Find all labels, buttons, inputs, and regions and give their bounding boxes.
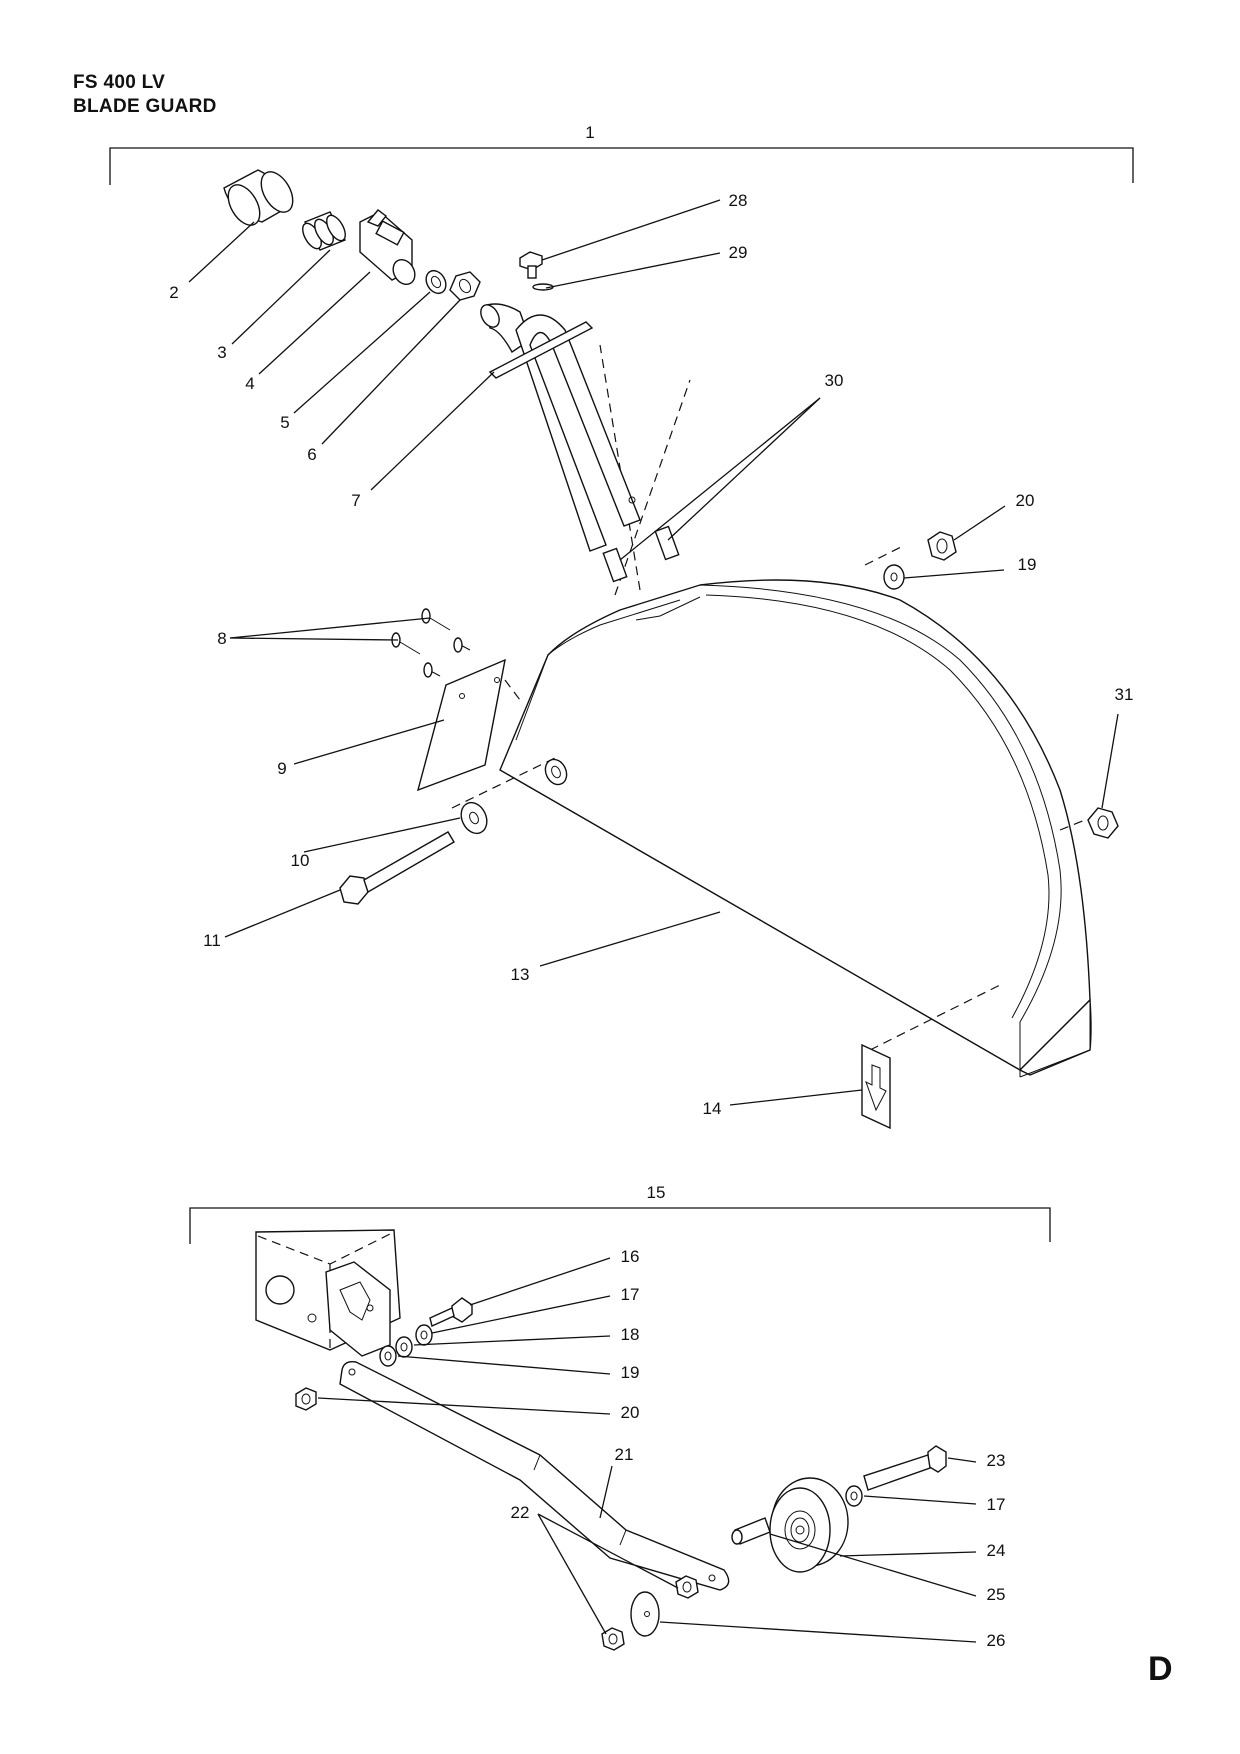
callout-26: 26: [987, 1631, 1006, 1650]
spacer-ring-icon: [544, 758, 568, 786]
spacer-tube-icon: [731, 1517, 771, 1545]
washer-icon: [845, 1485, 863, 1507]
hose-nipple-icon: [302, 211, 346, 251]
callout-18: 18: [621, 1325, 640, 1344]
callout-6: 6: [307, 445, 316, 464]
direction-arrow-icon: [861, 1043, 891, 1130]
wheel-icon: [769, 1477, 849, 1573]
guard-arm-icon: [339, 1360, 730, 1591]
lock-nut-icon: [1087, 807, 1119, 839]
callout-19: 19: [1018, 555, 1037, 574]
callout-7: 7: [351, 491, 360, 510]
callout-15: 15: [647, 1183, 666, 1202]
callout-2: 2: [169, 283, 178, 302]
callout-17: 17: [621, 1285, 640, 1304]
assembly-bracket-15: 15: [189, 1183, 1051, 1244]
section-title: BLADE GUARD: [73, 96, 217, 117]
bolt-long-icon: [863, 1445, 947, 1491]
callout-21: 21: [615, 1445, 634, 1464]
callout-5: 5: [280, 413, 289, 432]
callout-20: 20: [1016, 491, 1035, 510]
rivet-icon: [391, 608, 471, 678]
callout-24: 24: [987, 1541, 1006, 1560]
blade-guard-icon: [499, 579, 1092, 1078]
screw-icon: [519, 251, 543, 279]
bracket-icon: [255, 1229, 401, 1357]
callout-11: 11: [203, 931, 221, 950]
callout-8: 8: [217, 629, 226, 648]
water-pipe-icon: [480, 303, 680, 583]
callout-10: 10: [291, 851, 310, 870]
bolt-small-icon: [429, 1297, 473, 1327]
callout-30: 30: [825, 371, 844, 390]
nut-icon: [675, 1575, 699, 1599]
washer-icon: [883, 564, 905, 590]
callout-19b: 19: [621, 1363, 640, 1382]
nut-icon: [295, 1387, 317, 1411]
callout-22: 22: [511, 1503, 530, 1522]
model-title: FS 400 LV: [73, 72, 166, 93]
callout-17b: 17: [987, 1495, 1006, 1514]
callout-9: 9: [277, 759, 286, 778]
callout-29: 29: [729, 243, 748, 262]
callout-4: 4: [245, 374, 254, 393]
callout-14: 14: [703, 1099, 722, 1118]
disc-icon: [630, 1591, 660, 1637]
callout-25: 25: [987, 1585, 1006, 1604]
callout-1: 1: [585, 123, 594, 142]
callout-28: 28: [729, 191, 748, 210]
page-letter: D: [1148, 1650, 1173, 1688]
washer-icon: [425, 269, 447, 295]
washer-large-icon: [460, 801, 488, 835]
leader-lines-15: [317, 1257, 977, 1643]
hose-coupling-icon: [223, 169, 294, 226]
guard-plate-icon: [416, 658, 506, 792]
assembly-bracket-1: 1: [109, 123, 1134, 185]
water-valve-icon: [359, 209, 416, 286]
bolt-icon: [339, 831, 455, 905]
callout-3: 3: [217, 343, 226, 362]
callouts-1: 2 3 4 5 6 7 8 9 10 11 13 14 19 20 28 29 …: [169, 191, 1133, 1118]
hex-nut-icon: [449, 271, 481, 301]
callout-23: 23: [987, 1451, 1006, 1470]
callout-16: 16: [621, 1247, 640, 1266]
callout-20b: 20: [621, 1403, 640, 1422]
callout-13: 13: [511, 965, 530, 984]
nut-icon: [927, 531, 957, 561]
callout-31: 31: [1115, 685, 1134, 704]
callouts-15: 16 17 18 19 20 21 22 23 17 24 25 26: [511, 1247, 1006, 1650]
washer-icon: [379, 1324, 433, 1367]
leader-lines-1: [188, 199, 1119, 1106]
nut-icon: [601, 1627, 625, 1651]
